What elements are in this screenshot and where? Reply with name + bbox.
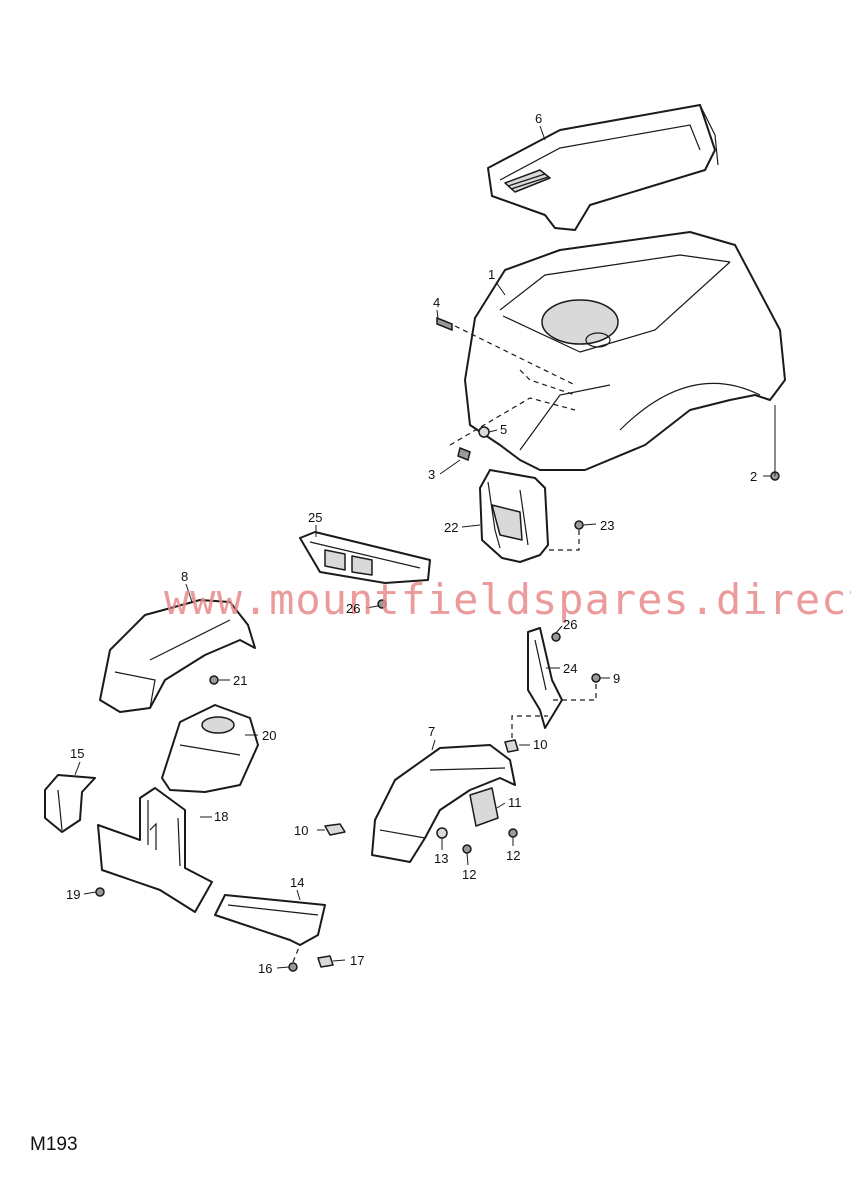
part-15-small-bracket[interactable]	[44, 774, 96, 833]
leader-lines	[74, 125, 776, 969]
diagram-code: M193	[30, 1134, 78, 1155]
part-18-rear-panel[interactable]	[97, 787, 213, 913]
callout-18: 18	[214, 809, 228, 824]
part-25-channel-trim[interactable]	[299, 531, 431, 584]
callout-9: 9	[613, 671, 620, 686]
part-24-support-bracket[interactable]	[527, 627, 563, 729]
part-1-body-hood[interactable]	[464, 231, 786, 471]
callout-1: 1	[488, 267, 495, 282]
callout-25: 25	[308, 510, 322, 525]
callout-5: 5	[500, 422, 507, 437]
callout-19: 19	[66, 887, 80, 902]
callout-2: 2	[750, 469, 757, 484]
part-14-lower-trim[interactable]	[214, 894, 326, 946]
part-8-left-mudguard[interactable]	[99, 599, 256, 713]
part-11-mounting-plate[interactable]	[469, 787, 499, 827]
part-22-bracket-cover[interactable]	[479, 469, 549, 563]
part-20-fuel-tank[interactable]	[161, 704, 259, 793]
callout-14: 14	[290, 875, 304, 890]
callout-3: 3	[428, 467, 435, 482]
callout-7: 7	[428, 724, 435, 739]
callout-21: 21	[233, 673, 247, 688]
callout-22: 22	[444, 520, 458, 535]
callout-26-upper: 26	[346, 601, 360, 616]
callout-26-lower: 26	[563, 617, 577, 632]
assembly-guide-lines	[292, 325, 597, 963]
callout-12-right: 12	[506, 848, 520, 863]
callout-17: 17	[350, 953, 364, 968]
callout-23: 23	[600, 518, 614, 533]
callout-15: 15	[70, 746, 84, 761]
callout-labels: 6 1 4 2 3 5 22 23 25 26 8 26 24 9 21 20 …	[66, 111, 757, 976]
part-6-seat-cover[interactable]	[487, 104, 719, 231]
callout-11: 11	[508, 795, 522, 810]
callout-20: 20	[262, 728, 276, 743]
callout-16: 16	[258, 961, 272, 976]
part-7-right-mudguard[interactable]	[371, 744, 516, 863]
callout-6: 6	[535, 111, 542, 126]
watermark: www.mountfieldspares.direct	[164, 575, 851, 624]
callout-10-right: 10	[533, 737, 547, 752]
callout-8: 8	[181, 569, 188, 584]
callout-13: 13	[434, 851, 448, 866]
callout-4: 4	[433, 295, 440, 310]
callout-24: 24	[563, 661, 577, 676]
callout-10-left: 10	[294, 823, 308, 838]
callout-12-left: 12	[462, 867, 476, 882]
